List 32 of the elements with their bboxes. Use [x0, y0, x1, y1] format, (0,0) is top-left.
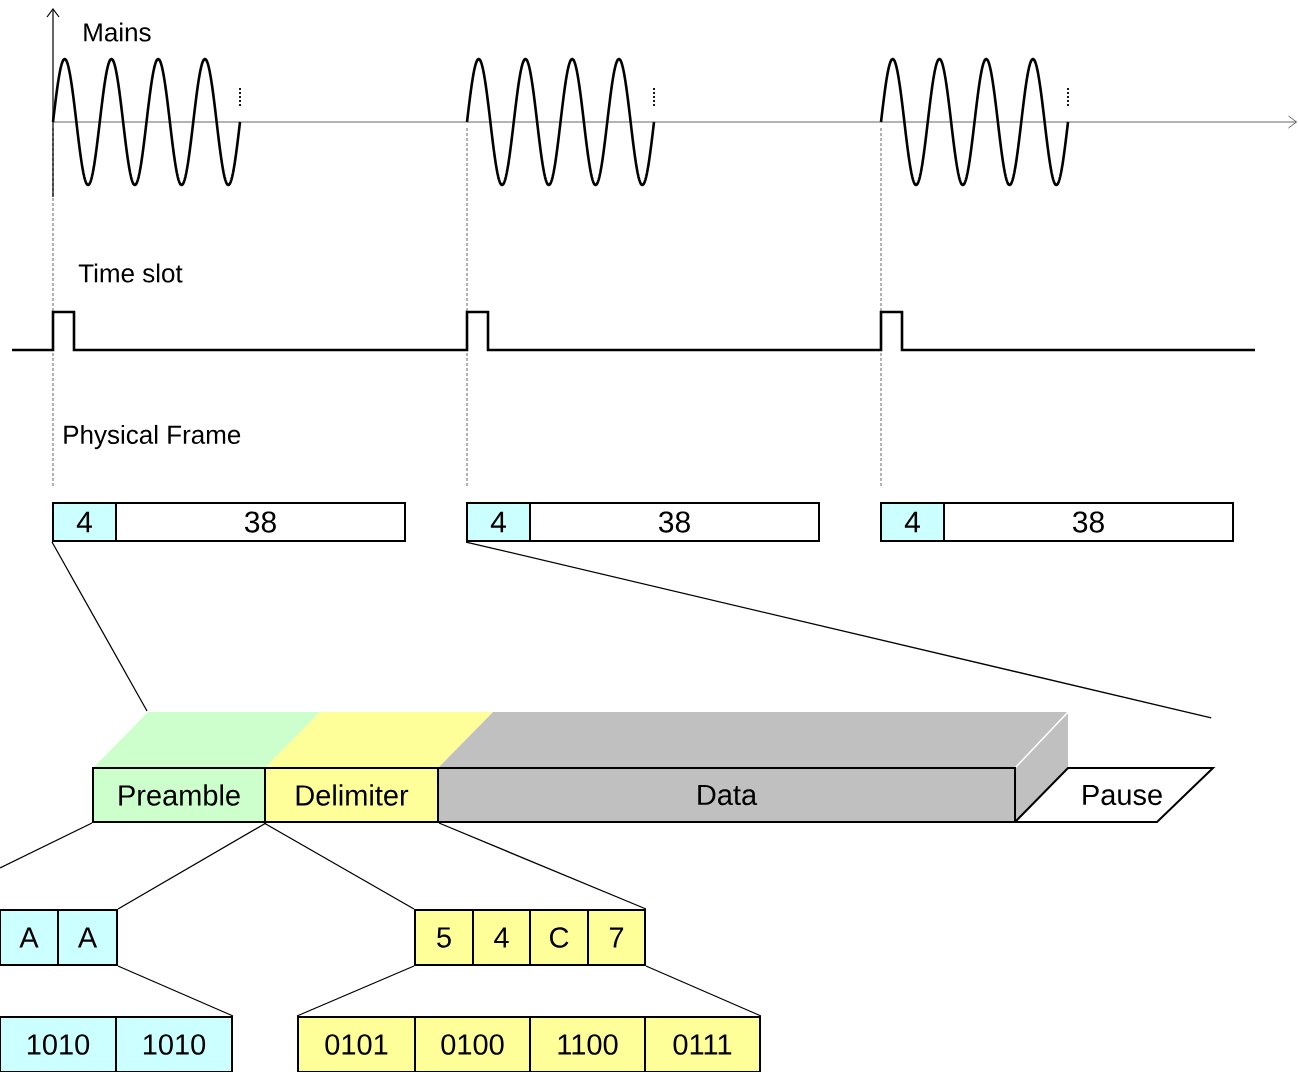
- frame-field: 38: [115, 502, 406, 542]
- byte-cell: A: [57, 909, 118, 966]
- axis-label: Physical Frame: [64, 424, 241, 450]
- frame-field: 4: [466, 502, 531, 542]
- byte-cell: 7: [587, 909, 646, 966]
- bit-cell: 0101: [297, 1016, 416, 1072]
- frame-field: 38: [529, 502, 820, 542]
- preamble-block: Preamble: [92, 767, 266, 823]
- bit-cell: 1010: [0, 1016, 117, 1072]
- axis-label: Mains: [84, 22, 151, 42]
- byte-cell: A: [0, 909, 59, 966]
- expansion-line: [117, 822, 267, 910]
- expansion-line: [296, 965, 415, 1017]
- byte-cell: C: [529, 909, 589, 966]
- axis-label: Time slot: [78, 263, 183, 283]
- expansion-line: [438, 822, 647, 910]
- expansion-line: [117, 965, 234, 1017]
- bit-cell: 1010: [115, 1016, 233, 1072]
- expansion-line: [645, 965, 762, 1017]
- expansion-line: [0, 822, 93, 869]
- bit-cell: 0100: [414, 1016, 531, 1072]
- bit-cell: 0111: [644, 1016, 761, 1072]
- expansion-line: [465, 541, 1212, 719]
- byte-cell: 5: [414, 909, 474, 966]
- frame-field: 38: [943, 502, 1234, 542]
- bit-cell: 1100: [529, 1016, 646, 1072]
- expansion-line: [51, 541, 148, 712]
- expansion-line: [263, 822, 415, 910]
- frame-field: 4: [52, 502, 117, 542]
- delimiter-block: Delimiter: [264, 767, 439, 823]
- frame-field: 4: [880, 502, 945, 542]
- byte-cell: 4: [472, 909, 531, 966]
